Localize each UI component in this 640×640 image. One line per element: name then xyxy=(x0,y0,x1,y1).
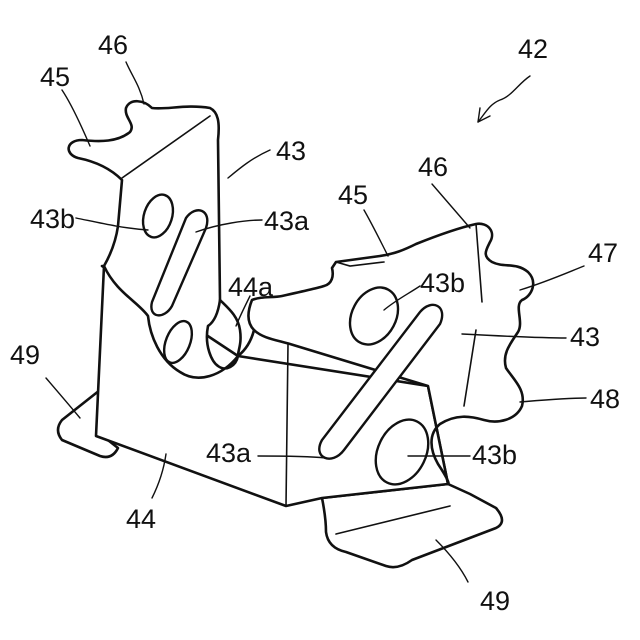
label-44: 44 xyxy=(126,504,156,534)
leader-45-left xyxy=(62,90,90,146)
label-43b-right-top: 43b xyxy=(420,268,465,298)
label-47: 47 xyxy=(588,238,618,268)
leader-48 xyxy=(520,398,586,402)
label-46-left: 46 xyxy=(98,30,128,60)
leader-46-right xyxy=(432,184,470,228)
label-43a-bottom: 43a xyxy=(206,438,252,468)
label-48: 48 xyxy=(590,384,620,414)
left-side-plate-43 xyxy=(69,101,238,377)
label-45-right: 45 xyxy=(338,180,368,210)
label-43-right: 43 xyxy=(570,322,600,352)
label-42: 42 xyxy=(518,34,548,64)
label-43a-left: 43a xyxy=(264,206,310,236)
leader-43-left xyxy=(228,150,270,178)
leader-46-left xyxy=(126,62,144,104)
label-43-left: 43 xyxy=(276,136,306,166)
leader-42-arrow xyxy=(478,76,530,122)
label-43b-right-bottom: 43b xyxy=(472,440,517,470)
label-43b-left: 43b xyxy=(30,204,75,234)
label-46-right: 46 xyxy=(418,152,448,182)
label-49-left: 49 xyxy=(10,340,40,370)
leader-45-right xyxy=(364,210,388,256)
bottom-front-flange-49 xyxy=(322,484,502,567)
leader-49-left xyxy=(46,378,80,418)
label-44a: 44a xyxy=(228,272,274,302)
label-45-left: 45 xyxy=(40,62,70,92)
label-49-bottom: 49 xyxy=(480,586,510,616)
